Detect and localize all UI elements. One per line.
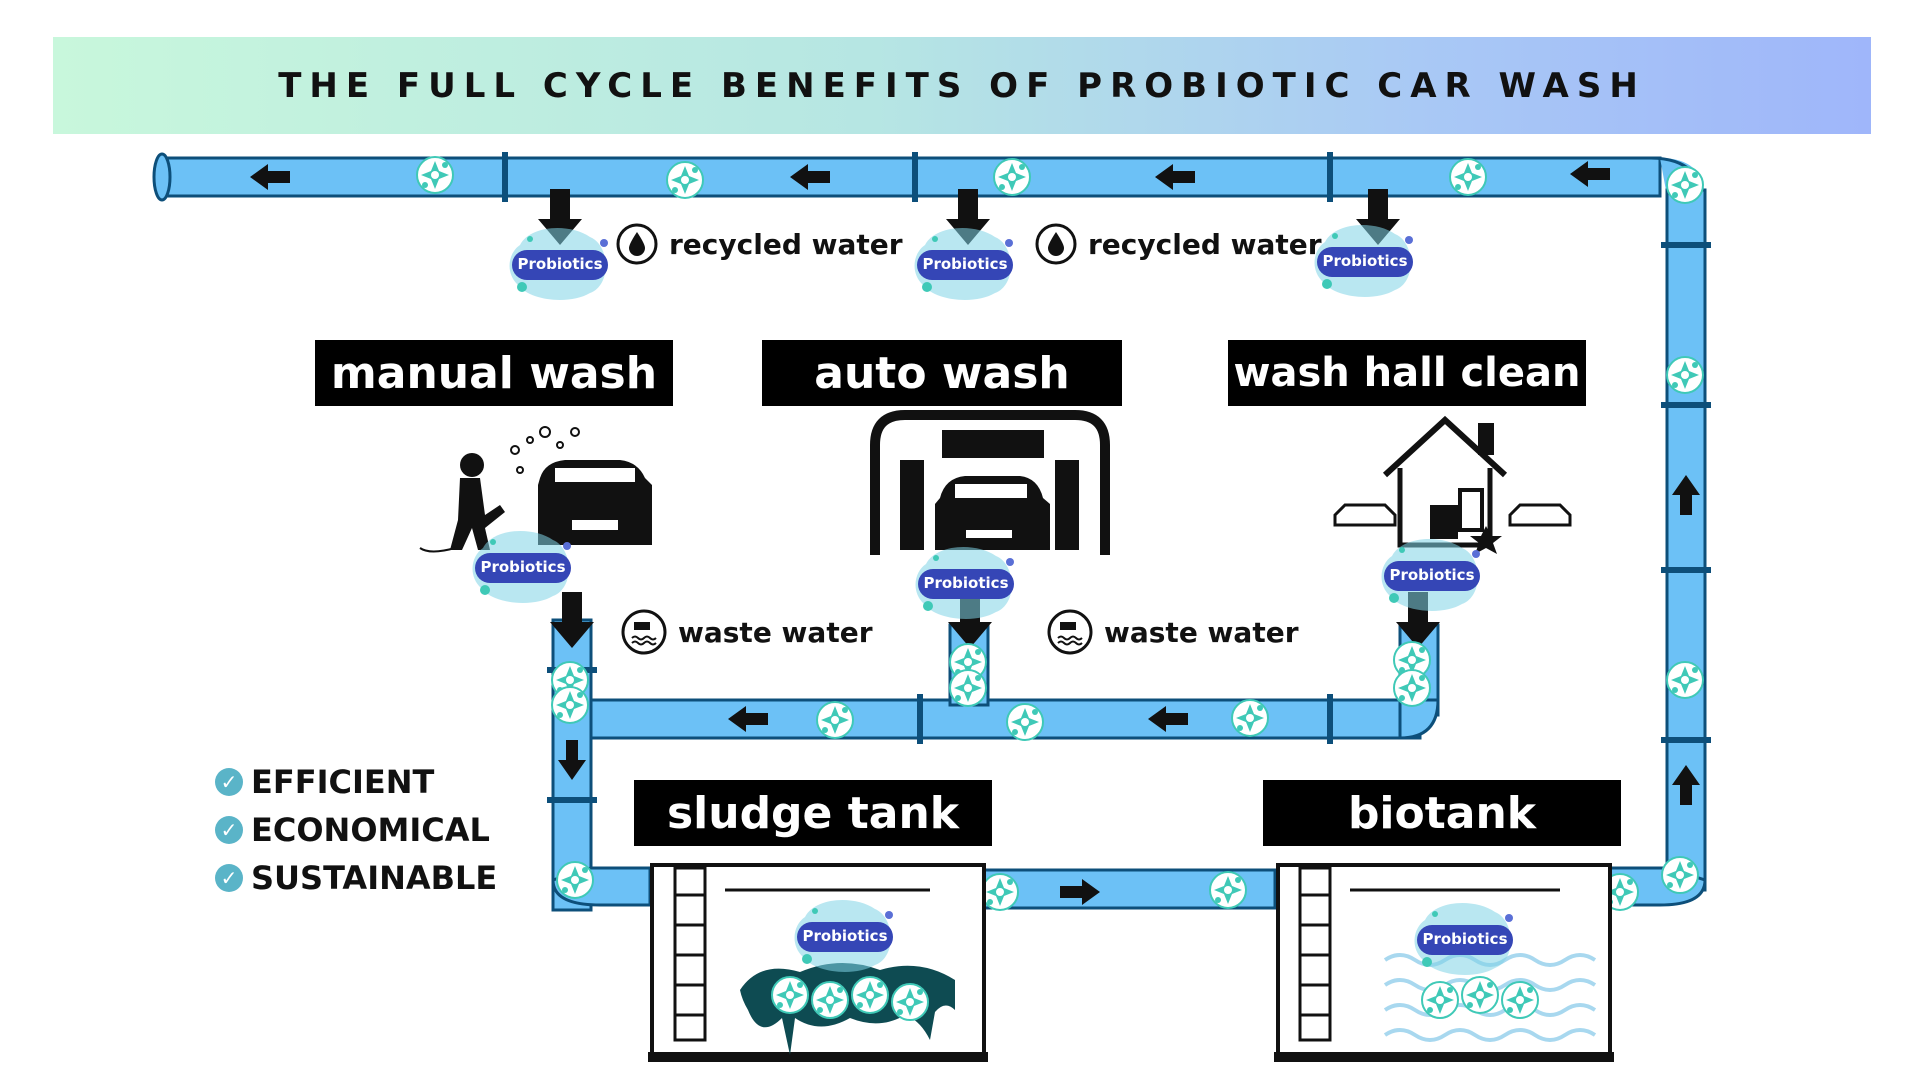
microbe-icon bbox=[993, 158, 1031, 196]
recycle-drop-icon bbox=[1035, 223, 1077, 265]
microbe-icon bbox=[816, 701, 854, 739]
arrow-icon bbox=[1060, 879, 1100, 905]
microbe-icon bbox=[551, 686, 589, 724]
recycle-drop-icon bbox=[616, 223, 658, 265]
waste-water-text: waste water bbox=[1104, 615, 1299, 649]
probiotics-label: Probiotics bbox=[1389, 566, 1475, 584]
arrow-icon bbox=[1672, 475, 1700, 515]
microbe-icon bbox=[1449, 158, 1487, 196]
microbe-icon bbox=[666, 161, 704, 199]
auto-wash-label: auto wash bbox=[762, 340, 1122, 406]
probiotics-label: Probiotics bbox=[480, 558, 566, 576]
benefit-item: ✓ SUSTAINABLE bbox=[215, 854, 497, 902]
waste-water-text: waste water bbox=[678, 615, 873, 649]
manual-wash-label: manual wash bbox=[315, 340, 673, 406]
probiotics-label: Probiotics bbox=[1422, 930, 1508, 948]
benefit-item: ✓ EFFICIENT bbox=[215, 758, 497, 806]
microbe-icon bbox=[1661, 856, 1699, 894]
microbe-icon bbox=[1393, 669, 1431, 707]
car-wash-gantry-icon bbox=[870, 410, 1110, 555]
waste-water-label: waste water bbox=[1046, 608, 1299, 656]
probiotics-label: Probiotics bbox=[923, 574, 1009, 592]
house-with-cars-icon bbox=[1333, 415, 1572, 554]
microbe-icon bbox=[1461, 976, 1499, 1014]
probiotics-label: Probiotics bbox=[517, 255, 603, 273]
microbe-icon bbox=[1231, 699, 1269, 737]
benefit-text: ECONOMICAL bbox=[251, 811, 490, 849]
recycled-water-text: recycled water bbox=[1088, 227, 1322, 261]
microbe-icon bbox=[556, 861, 594, 899]
benefits-list: ✓ EFFICIENT ✓ ECONOMICAL ✓ SUSTAINABLE bbox=[215, 758, 497, 902]
microbe-icon bbox=[771, 976, 809, 1014]
microbe-icon bbox=[1209, 871, 1247, 909]
recycled-water-label: recycled water bbox=[615, 222, 903, 266]
checkmark-icon: ✓ bbox=[215, 768, 243, 796]
microbe-icon bbox=[1666, 356, 1704, 394]
arrow-icon bbox=[558, 740, 586, 780]
waste-water-icon bbox=[621, 609, 667, 655]
biotank bbox=[1274, 863, 1614, 1062]
microbe-icon bbox=[1501, 981, 1539, 1019]
probiotics-label: Probiotics bbox=[1322, 252, 1408, 270]
sludge-tank bbox=[648, 863, 988, 1062]
probiotics-label: Probiotics bbox=[802, 927, 888, 945]
wash-hall-clean-label: wash hall clean bbox=[1228, 340, 1586, 406]
biotank-label: biotank bbox=[1263, 780, 1621, 846]
checkmark-icon: ✓ bbox=[215, 816, 243, 844]
page-title: THE FULL CYCLE BENEFITS OF PROBIOTIC CAR… bbox=[278, 65, 1646, 106]
arrow-icon bbox=[1672, 765, 1700, 805]
benefit-text: SUSTAINABLE bbox=[251, 859, 498, 897]
waste-water-icon bbox=[1047, 609, 1093, 655]
microbe-icon bbox=[949, 669, 987, 707]
microbe-icon bbox=[1666, 166, 1704, 204]
spraying-person-icon bbox=[419, 426, 652, 553]
recycled-water-label: recycled water bbox=[1034, 222, 1322, 266]
microbe-icon bbox=[1006, 703, 1044, 741]
title-banner: THE FULL CYCLE BENEFITS OF PROBIOTIC CAR… bbox=[53, 37, 1871, 134]
waste-water-label: waste water bbox=[620, 608, 873, 656]
recycled-water-text: recycled water bbox=[669, 227, 903, 261]
microbe-icon bbox=[981, 873, 1019, 911]
benefit-item: ✓ ECONOMICAL bbox=[215, 806, 497, 854]
sludge-tank-label: sludge tank bbox=[634, 780, 992, 846]
checkmark-icon: ✓ bbox=[215, 864, 243, 892]
benefit-text: EFFICIENT bbox=[251, 763, 435, 801]
microbe-icon bbox=[416, 156, 454, 194]
microbe-icon bbox=[1666, 661, 1704, 699]
microbe-icon bbox=[811, 981, 849, 1019]
microbe-icon bbox=[851, 976, 889, 1014]
probiotics-label: Probiotics bbox=[922, 255, 1008, 273]
right-pipe bbox=[1608, 188, 1711, 907]
microbe-icon bbox=[891, 983, 929, 1021]
microbe-icon bbox=[1421, 981, 1459, 1019]
